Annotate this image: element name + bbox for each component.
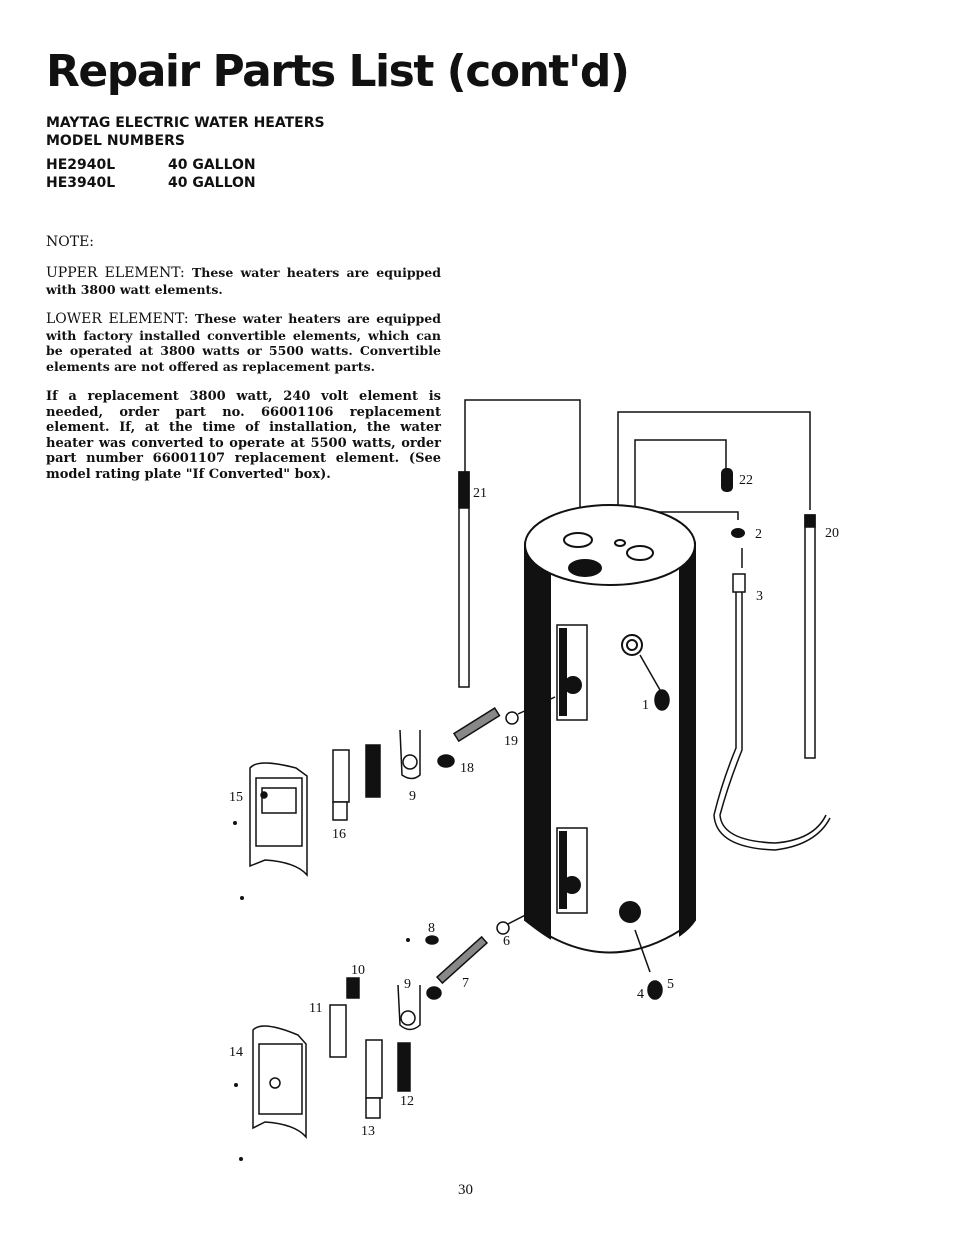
part-label-13: 13 [361, 1124, 375, 1139]
lower-element-note: LOWER ELEMENT: These water heaters are e… [46, 311, 441, 374]
lower-element-text: These water heaters are equipped with fa… [46, 311, 441, 374]
connector-lines [464, 399, 811, 568]
part-label-19: 19 [504, 734, 518, 749]
part-label-4: 4 [637, 987, 644, 1002]
part-label-3: 3 [756, 589, 763, 604]
part-label-11: 11 [309, 1001, 322, 1016]
page-number: 30 [458, 1182, 473, 1198]
product-line: MAYTAG ELECTRIC WATER HEATERS [46, 115, 325, 131]
screw-specks [233, 821, 410, 1161]
part-label-9-lower: 9 [404, 977, 411, 992]
part-label-15: 15 [229, 790, 243, 805]
lower-thermostat-parts [252, 977, 421, 1140]
heat-trap-22 [721, 468, 733, 492]
part-label-9-upper: 9 [409, 789, 416, 804]
model-numbers-heading: MODEL NUMBERS [46, 133, 185, 149]
upper-element-text: These water heaters are equipped with 38… [46, 265, 441, 297]
part-label-18: 18 [460, 761, 474, 776]
model-number: HE2940L [46, 157, 116, 173]
dip-tube-3 [713, 573, 831, 851]
part-label-21: 21 [473, 486, 487, 501]
part-label-6: 6 [503, 934, 510, 949]
replacement-element-note: If a replacement 3800 watt, 240 volt ele… [46, 389, 441, 482]
part-label-12: 12 [400, 1094, 414, 1109]
part-label-10: 10 [351, 963, 365, 978]
note-label: NOTE: [46, 234, 95, 250]
nipple-2 [731, 528, 745, 538]
part-label-20: 20 [825, 526, 839, 541]
part-label-8: 8 [428, 921, 435, 936]
model-capacity: 40 GALLON [168, 157, 256, 173]
upper-element-assembly [437, 654, 670, 768]
part-label-7: 7 [462, 976, 469, 991]
part-label-2: 2 [755, 527, 762, 542]
anode-rod-20 [804, 514, 816, 759]
upper-thermostat-parts [249, 729, 421, 878]
model-number: HE3940L [46, 175, 116, 191]
model-capacity: 40 GALLON [168, 175, 256, 191]
part-label-17: 17 [366, 773, 380, 788]
upper-element-note: UPPER ELEMENT: These water heaters are e… [46, 265, 441, 297]
upper-element-lead: UPPER ELEMENT: [46, 265, 185, 281]
anode-rod-21 [458, 471, 470, 688]
part-label-22: 22 [739, 473, 753, 488]
lower-element-assembly [425, 904, 663, 1000]
part-label-5: 5 [667, 977, 674, 992]
lower-element-lead: LOWER ELEMENT: [46, 311, 189, 327]
part-label-16: 16 [332, 827, 346, 842]
part-label-14: 14 [229, 1045, 243, 1060]
tank [524, 504, 696, 954]
page-title: Repair Parts List (cont'd) [46, 46, 630, 97]
part-label-1: 1 [642, 698, 649, 713]
